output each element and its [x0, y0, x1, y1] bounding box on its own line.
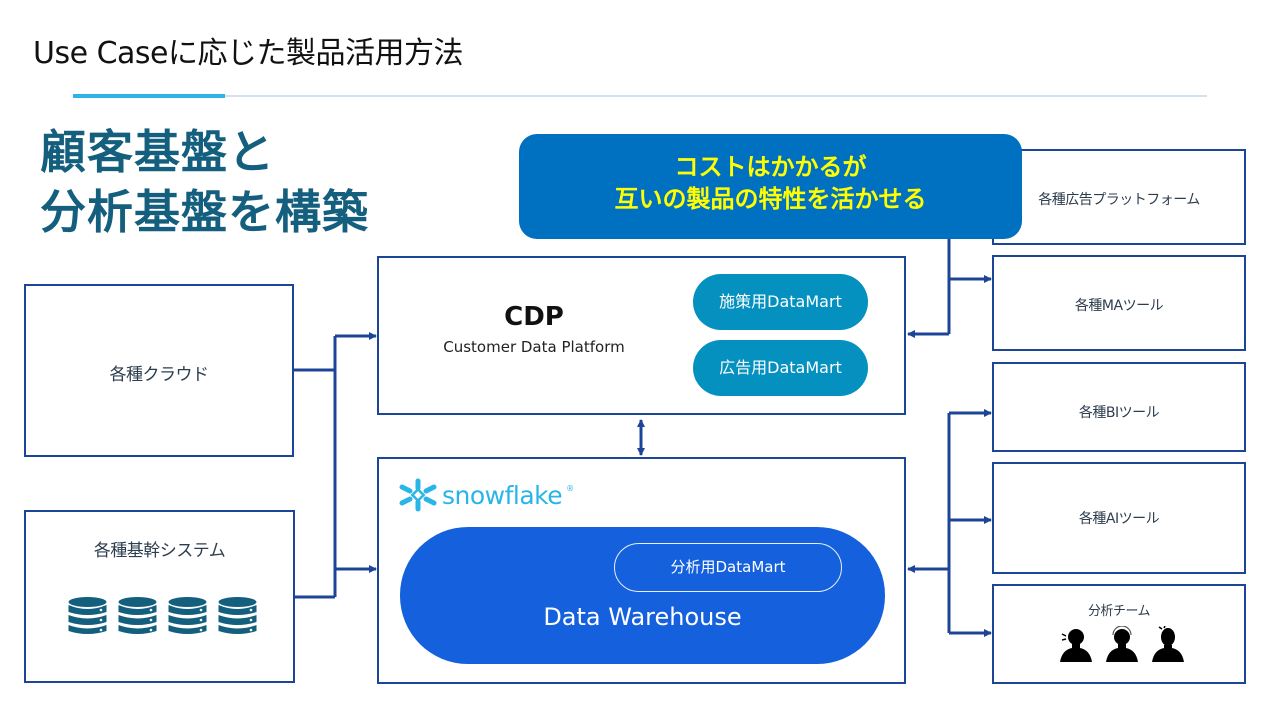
- person-icons: [1060, 626, 1184, 662]
- person-icon: [1060, 629, 1092, 662]
- source-cloud-box: 各種クラウド: [24, 284, 294, 457]
- dest-ad-platforms-label: 各種広告プラットフォーム: [1038, 192, 1200, 208]
- database-icon: [68, 597, 107, 634]
- page-title: Use Caseに応じた製品活用方法: [33, 36, 464, 71]
- title-rule-accent: [73, 94, 225, 98]
- callout-box: コストはかかるが 互いの製品の特性を活かせる: [519, 134, 1022, 239]
- headline: 顧客基盤と 分析基盤を構築: [40, 122, 369, 242]
- callout-line-2: 互いの製品の特性を活かせる: [614, 185, 927, 213]
- dest-bi-tools-label: 各種BIツール: [1078, 405, 1160, 421]
- dest-analytics-team-box: 分析チーム: [992, 584, 1246, 684]
- dest-ma-tools-label: 各種MAツール: [1074, 298, 1164, 314]
- dest-ad-platforms-box: 各種広告プラットフォーム: [992, 149, 1246, 245]
- snowflake-logo: snowflake ®: [398, 478, 574, 512]
- dest-ai-tools-box: 各種AIツール: [992, 462, 1246, 574]
- data-warehouse-label: Data Warehouse: [543, 603, 742, 631]
- snowflake-wordmark: snowflake: [442, 480, 563, 510]
- cdp-datamart-campaign: 施策用DataMart: [693, 274, 868, 330]
- source-core-systems-label: 各種基幹システム: [93, 541, 226, 561]
- dest-analytics-team-label: 分析チーム: [1087, 604, 1151, 619]
- person-icon: [1106, 626, 1138, 662]
- dest-ma-tools-box: 各種MAツール: [992, 255, 1246, 351]
- cdp-title: CDP: [504, 302, 564, 332]
- headline-line-2: 分析基盤を構築: [40, 185, 369, 239]
- data-warehouse: 分析用DataMart Data Warehouse: [400, 527, 885, 664]
- person-icon: [1152, 626, 1184, 662]
- title-rule: [225, 95, 1207, 97]
- cdp-subtitle: Customer Data Platform: [443, 338, 625, 356]
- database-icon: [168, 597, 207, 634]
- callout-line-1: コストはかかるが: [674, 153, 867, 181]
- cdp-box: CDP Customer Data Platform 施策用DataMart 広…: [377, 256, 906, 415]
- source-cloud-label: 各種クラウド: [109, 365, 210, 385]
- source-core-systems-box: 各種基幹システム: [24, 510, 295, 683]
- headline-line-1: 顧客基盤と: [40, 125, 275, 179]
- dest-bi-tools-box: 各種BIツール: [992, 362, 1246, 452]
- database-icons: [67, 596, 258, 636]
- dest-ai-tools-label: 各種AIツール: [1078, 511, 1160, 527]
- snowflake-icon: [399, 478, 437, 512]
- analysis-datamart: 分析用DataMart: [614, 543, 842, 592]
- database-icon: [118, 597, 157, 634]
- registered-mark: ®: [566, 484, 575, 493]
- cdp-datamart-ads: 広告用DataMart: [693, 340, 868, 396]
- database-icon: [218, 597, 257, 634]
